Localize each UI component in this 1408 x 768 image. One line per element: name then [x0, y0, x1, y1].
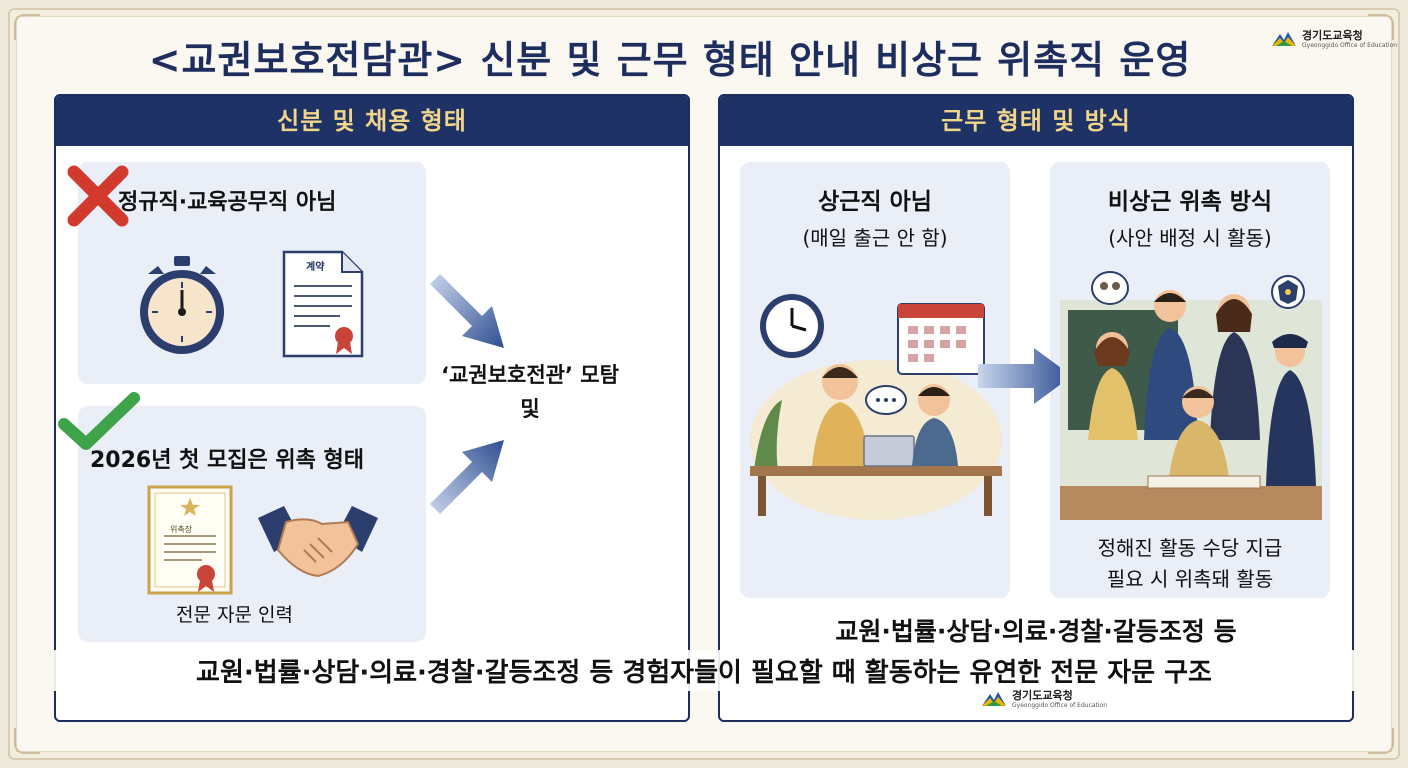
- commission-recruit-label: 2026년 첫 모집은 위촉 형태: [90, 448, 365, 473]
- on-demand-note: 필요 시 위촉돼 활동: [1106, 567, 1274, 591]
- frame-corner-ornament: [1368, 728, 1394, 754]
- check-mark-icon: [58, 392, 140, 450]
- non-fulltime-title: 상근직 아님: [818, 189, 932, 215]
- contract-document-icon: [282, 250, 364, 358]
- speech-bubble-icon: [865, 385, 907, 415]
- office-logo-icon: [1270, 28, 1298, 50]
- contract-title: 계약: [306, 262, 325, 273]
- speech-bubble-icon: [1091, 271, 1129, 305]
- frame-corner-ornament: [1368, 14, 1394, 40]
- office-logo: 경기도교육청 Gyeonggido Office of Education: [1270, 28, 1397, 50]
- certificate-icon: [147, 485, 233, 595]
- office-logo-name: 경기도교육청: [1012, 688, 1073, 702]
- office-logo-icon: [980, 688, 1008, 710]
- expert-team-illustration: [1060, 271, 1322, 520]
- calendar-icon: [897, 303, 985, 375]
- police-badge-icon: [1271, 275, 1305, 309]
- arrow-down-right-icon: [430, 274, 504, 348]
- frame-corner-ornament: [14, 14, 40, 40]
- work-style-panel-heading: 근무 형태 및 방식: [720, 96, 1352, 146]
- non-fulltime-subtitle: (매일 출근 안 함): [802, 226, 948, 250]
- office-logo-subtitle: Gyeonggido Office of Education: [1302, 41, 1398, 49]
- certificate-title: 위촉장: [170, 525, 193, 534]
- handshake-icon: [258, 506, 378, 578]
- poster-title: <교권보호전담관> 신분 및 근무 형태 안내 비상근 위촉직 운영: [148, 38, 1192, 82]
- cross-mark-icon: [67, 165, 129, 227]
- stopwatch-icon: [140, 256, 224, 354]
- arrow-up-right-icon: [430, 440, 504, 514]
- part-time-commission-subtitle: (사안 배정 시 활동): [1108, 226, 1272, 250]
- wall-clock-icon: [760, 294, 824, 358]
- allowance-note: 정해진 활동 수당 지급: [1097, 536, 1283, 560]
- arrow-right-icon: [978, 348, 1072, 404]
- recruitment-center-label: ‘교권보호전관’ 모탐 및: [441, 363, 619, 421]
- expert-fields-label: 교원·법률·상담·의료·경찰·갈등조정 등: [835, 617, 1237, 646]
- office-logo: 경기도교육청 Gyeonggido Office of Education: [980, 688, 1107, 710]
- expert-advisor-caption: 전문 자문 인력: [176, 604, 293, 626]
- office-logo-subtitle: Gyeonggido Office of Education: [1012, 701, 1108, 709]
- frame-corner-ornament: [14, 728, 40, 754]
- identity-panel-heading: 신분 및 채용 형태: [56, 96, 688, 146]
- office-logo-name: 경기도교육청: [1302, 28, 1363, 42]
- part-time-commission-title: 비상근 위촉 방식: [1107, 189, 1273, 215]
- not-regular-staff-card: [78, 162, 426, 384]
- office-work-illustration: [750, 294, 1002, 520]
- not-regular-staff-label: 정규직·교육공무직 아님: [118, 190, 337, 215]
- summary-banner: 교원·법률·상담·의료·경찰·갈등조정 등 경험자들이 필요할 때 활동하는 유…: [54, 650, 1354, 691]
